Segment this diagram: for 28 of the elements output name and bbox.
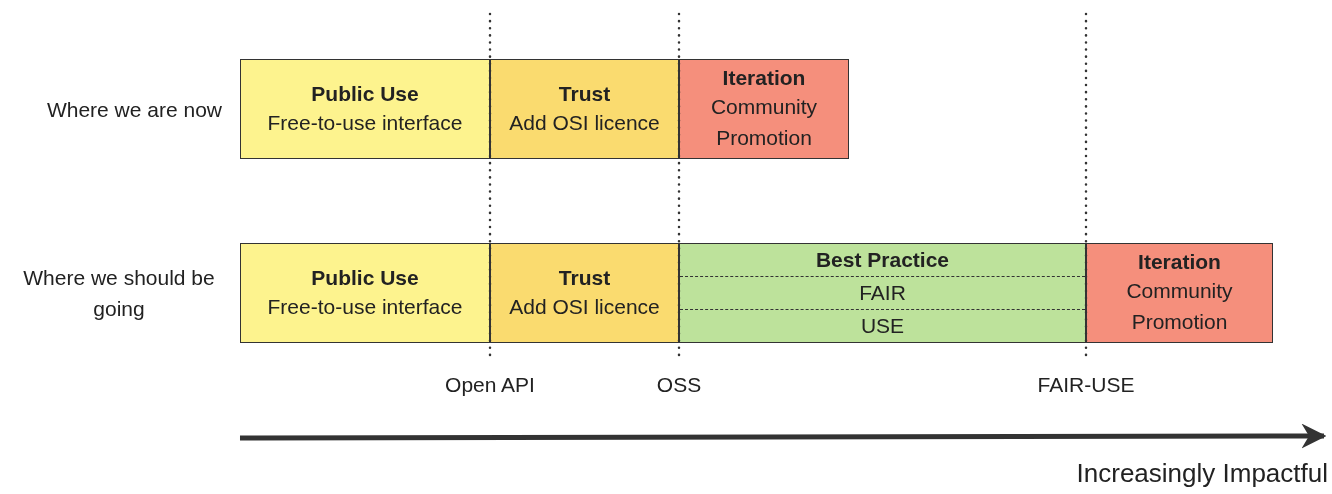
stage-title: Iteration xyxy=(722,65,806,91)
stage-title: Trust xyxy=(558,80,611,107)
stage-title: Public Use xyxy=(311,80,419,107)
row-label: Where we should be going xyxy=(22,265,216,322)
stage-title: Trust xyxy=(558,264,611,291)
stage-description: Free-to-use interface xyxy=(267,109,463,136)
stage-item: FAIR xyxy=(680,276,1085,309)
stage-box xyxy=(1086,243,1273,343)
row-label: Where we are now xyxy=(45,97,222,123)
stage-box xyxy=(240,59,490,159)
stage-box xyxy=(490,243,679,343)
stage-title: Iteration xyxy=(1138,249,1221,275)
stage-description: Add OSI licence xyxy=(509,109,660,136)
stage-title: Best Practice xyxy=(814,247,951,273)
milestone-label: Open API xyxy=(444,372,536,398)
stage-box xyxy=(679,243,1086,343)
stage-title: Public Use xyxy=(311,264,419,291)
stage-description: Free-to-use interface xyxy=(267,293,463,320)
milestone-label: OSS xyxy=(655,372,703,398)
axis-label: Increasingly Impactful xyxy=(1075,458,1328,489)
stage-box xyxy=(240,243,490,343)
stage-item: USE xyxy=(680,309,1085,342)
stage-description: Community Promotion xyxy=(709,94,819,151)
milestone-label: FAIR-USE xyxy=(1036,372,1136,398)
stage-description: Community Promotion xyxy=(1125,278,1234,335)
stage-box xyxy=(679,59,849,159)
stage-description: Add OSI licence xyxy=(509,293,660,320)
stage-box xyxy=(490,59,679,159)
